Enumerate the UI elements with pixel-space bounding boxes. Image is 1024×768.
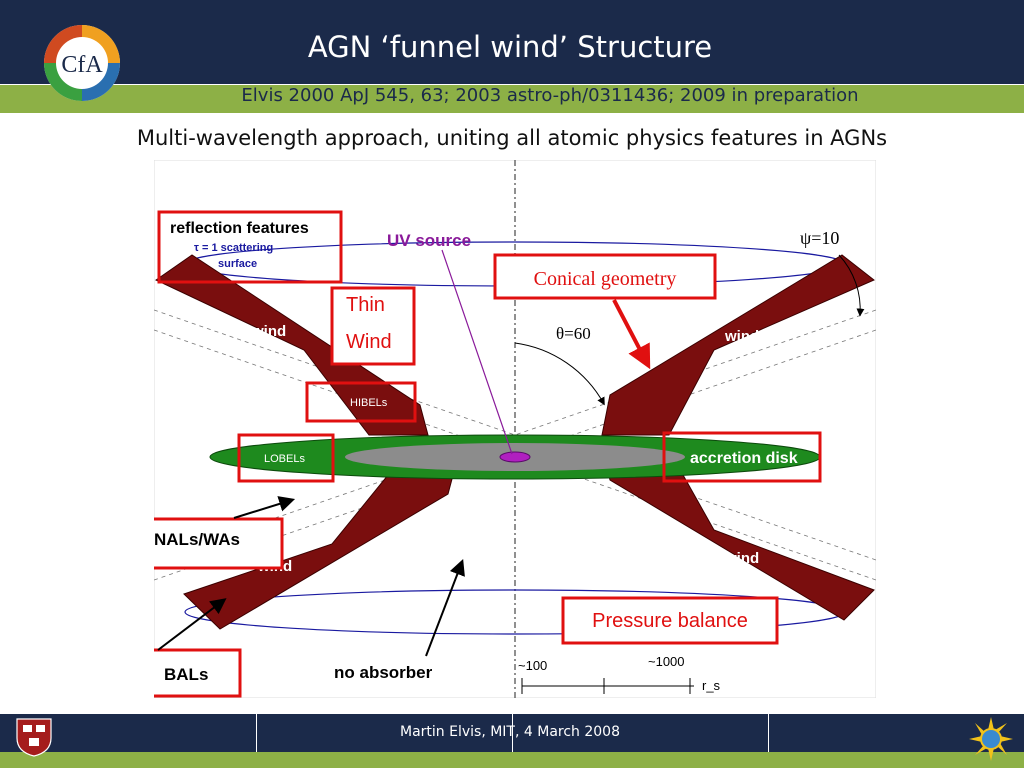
bals-box: [154, 648, 242, 698]
cfa-logo-icon: CfA: [44, 25, 120, 101]
lobels-box: [237, 433, 335, 483]
theta-arc: [514, 342, 605, 406]
wind-label-bottom-right: wind: [724, 550, 759, 567]
no-absorber-arrow: [425, 559, 465, 657]
slide-subtitle: Multi-wavelength approach, uniting all a…: [136, 126, 888, 150]
nals-box: [154, 517, 284, 570]
header-bar: [0, 0, 1024, 84]
reflection-line2: surface: [218, 258, 257, 270]
accretion-disk-label: accretion disk: [690, 450, 798, 467]
thin-wind-box: [330, 286, 416, 366]
footer-accent-bar: [0, 752, 1024, 768]
smithsonian-sun-icon: [969, 717, 1013, 761]
conical-geometry-arrow: [612, 299, 651, 370]
psi-arc: [838, 254, 865, 317]
thin-label: Thin: [346, 294, 385, 316]
footer-text: Martin Elvis, MIT, 4 March 2008: [400, 724, 620, 740]
footer-divider: [256, 714, 257, 768]
agn-wind-diagram: UV source θ=60 ψ=10 wind wind wind wind …: [154, 160, 876, 698]
scale-1000-label: ~1000: [648, 654, 685, 669]
scale-bar: [521, 678, 694, 694]
uv-source-dot: [499, 451, 531, 463]
lobels-label: LOBELs: [264, 453, 305, 465]
hibels-box: [305, 381, 417, 423]
harvard-shield-icon: [16, 718, 52, 757]
nals-arrow: [233, 496, 296, 519]
footer-divider: [512, 714, 513, 768]
pressure-balance-box: [561, 596, 779, 645]
no-absorber-label: no absorber: [334, 663, 433, 682]
wind-label-top-left: wind: [251, 323, 286, 340]
wind-label-top-right: wind: [724, 328, 759, 345]
footer-divider: [768, 714, 769, 768]
psi-label: ψ=10: [800, 228, 839, 248]
reflection-line1: τ = 1 scattering: [194, 242, 273, 254]
bals-arrow: [157, 598, 227, 651]
slide-title: AGN ‘funnel wind’ Structure: [307, 30, 713, 64]
nals-label: NALs/WAs: [154, 530, 240, 549]
scale-100-label: ~100: [518, 658, 547, 673]
citation-text: Elvis 2000 ApJ 545, 63; 2003 astro-ph/03…: [241, 85, 859, 106]
wind-word-label: Wind: [346, 331, 392, 353]
hibels-label: HIBELs: [350, 397, 388, 409]
reflection-box: [157, 210, 343, 284]
uv-source-label: UV source: [387, 231, 471, 250]
conical-geometry-label: Conical geometry: [534, 268, 677, 290]
bals-label: BALs: [164, 665, 208, 684]
citation-bar: [0, 84, 1024, 113]
conical-geometry-box: [493, 253, 717, 300]
wind-cones: [155, 254, 875, 630]
logo-text: CfA: [61, 52, 103, 78]
reflection-title: reflection features: [170, 220, 309, 237]
accretion-disk-box: [662, 431, 822, 483]
theta-label: θ=60: [556, 324, 591, 343]
uv-source-pointer: [441, 249, 513, 455]
scale-rs-label: r_s: [702, 678, 721, 693]
pressure-balance-label: Pressure balance: [592, 610, 748, 632]
